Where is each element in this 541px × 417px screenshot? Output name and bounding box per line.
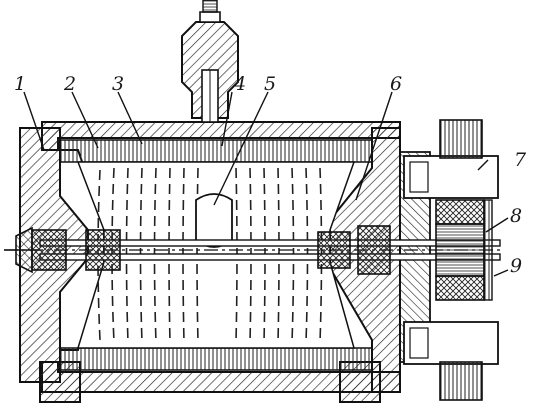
- label-2: 2: [63, 73, 76, 95]
- label-9: 9: [510, 255, 522, 277]
- motor: [403, 119, 499, 401]
- label-6: 6: [390, 73, 402, 95]
- label-8: 8: [510, 205, 522, 227]
- label-7: 7: [514, 149, 527, 171]
- label-4: 4: [233, 73, 246, 95]
- label-1: 1: [14, 73, 26, 95]
- left-bearing: [15, 226, 121, 274]
- label-3: 3: [112, 73, 124, 95]
- label-5: 5: [264, 73, 276, 95]
- right-bearing: [317, 225, 391, 275]
- top-nozzle: [181, 0, 239, 123]
- leader-lines: [23, 91, 509, 277]
